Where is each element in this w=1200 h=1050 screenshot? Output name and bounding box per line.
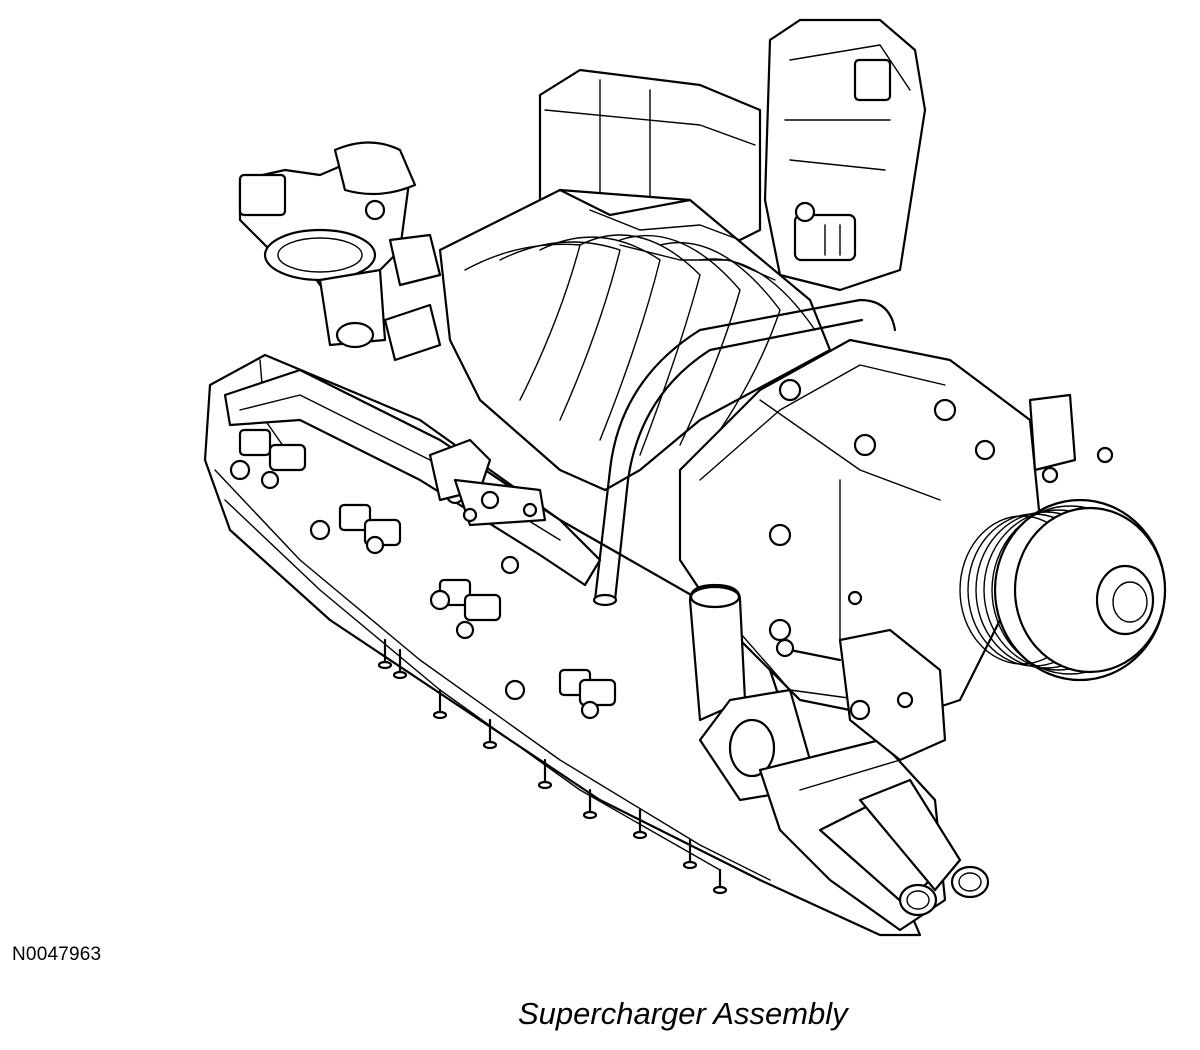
heater-hose-fittings [818,778,990,917]
drive-housing [678,338,1114,722]
throttle-body [763,18,927,292]
figure-reference-code: N0047963 [12,944,102,965]
egr-valve [238,141,442,362]
supercharger-pulley [959,498,1167,682]
bypass-tube [592,298,897,607]
base-mounting-studs [377,638,728,895]
map-sensor [428,438,547,527]
supercharger-housing [438,188,832,492]
mounting-bracket [775,628,947,762]
figure-caption: Supercharger Assembly [518,996,848,1031]
fuel-injectors [229,428,617,720]
